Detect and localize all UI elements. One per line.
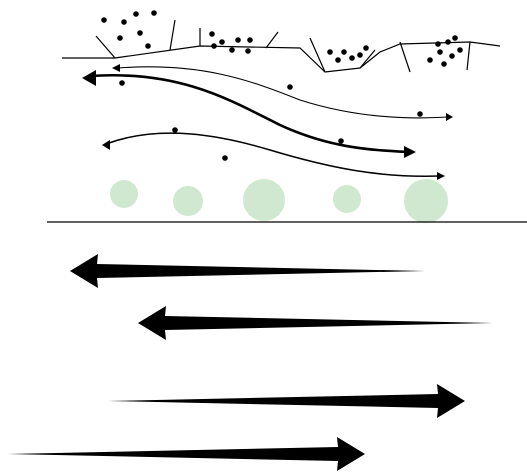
particle <box>452 35 458 41</box>
curved-arrows <box>89 66 449 177</box>
straight-arrows <box>8 254 493 471</box>
wedge-edge <box>466 41 471 71</box>
particle <box>437 49 443 55</box>
particle <box>133 11 139 17</box>
wedge-edge <box>399 41 411 73</box>
particle-clusters <box>101 10 463 67</box>
particle <box>427 57 433 63</box>
particle <box>441 61 447 67</box>
wedge-edge <box>169 19 176 51</box>
green-circle <box>404 179 448 223</box>
arrow-right-2 <box>8 437 365 471</box>
particle <box>341 49 347 55</box>
curved-arrowheads <box>82 64 453 180</box>
green-circles <box>110 179 448 223</box>
particle <box>338 138 344 144</box>
particle <box>219 39 225 45</box>
particle <box>457 47 463 53</box>
top-boundary-line <box>62 41 501 73</box>
arrow-right-1 <box>108 384 465 418</box>
wedge-edge <box>265 31 279 49</box>
particle <box>117 35 123 41</box>
particle <box>119 80 125 86</box>
wedge-edge <box>95 35 116 59</box>
particle <box>287 84 293 90</box>
green-circle <box>333 185 361 213</box>
particle <box>417 111 423 117</box>
particle <box>101 17 107 23</box>
top-boundary <box>62 19 501 73</box>
green-circle <box>110 180 138 208</box>
arrowhead-left-lower <box>102 140 110 150</box>
particle <box>449 53 455 59</box>
curved-arrow-lower <box>105 132 441 177</box>
arrowhead-right-thick <box>404 146 416 158</box>
particle <box>145 43 151 49</box>
arrow-left-1 <box>70 254 425 288</box>
particle <box>222 155 228 161</box>
particle <box>137 30 143 36</box>
green-circle <box>173 186 203 216</box>
particle <box>349 55 355 61</box>
particle <box>235 37 241 43</box>
particle <box>335 57 341 63</box>
particle <box>445 39 451 45</box>
wedge-edge <box>309 37 326 73</box>
particle <box>247 37 253 43</box>
particle <box>229 47 235 53</box>
particle <box>209 31 215 37</box>
particle <box>435 41 441 47</box>
particle <box>357 52 363 58</box>
curved-arrow-thick <box>89 73 409 154</box>
particle <box>172 127 178 133</box>
green-circle <box>243 179 285 221</box>
particle <box>151 10 157 16</box>
particle <box>211 43 217 49</box>
arrow-left-2 <box>138 306 493 340</box>
arrowhead-right-upper <box>446 113 453 121</box>
curved-arrow-upper <box>117 66 449 119</box>
wedge-edge <box>359 49 376 69</box>
particle <box>363 45 369 51</box>
arrowhead-left-thick <box>82 70 96 86</box>
particle <box>327 49 333 55</box>
arrowhead-left-upper <box>112 64 120 72</box>
flow-particles <box>119 80 423 161</box>
particle <box>245 48 251 54</box>
particle <box>121 19 127 25</box>
arrowhead-right-lower <box>437 172 445 180</box>
